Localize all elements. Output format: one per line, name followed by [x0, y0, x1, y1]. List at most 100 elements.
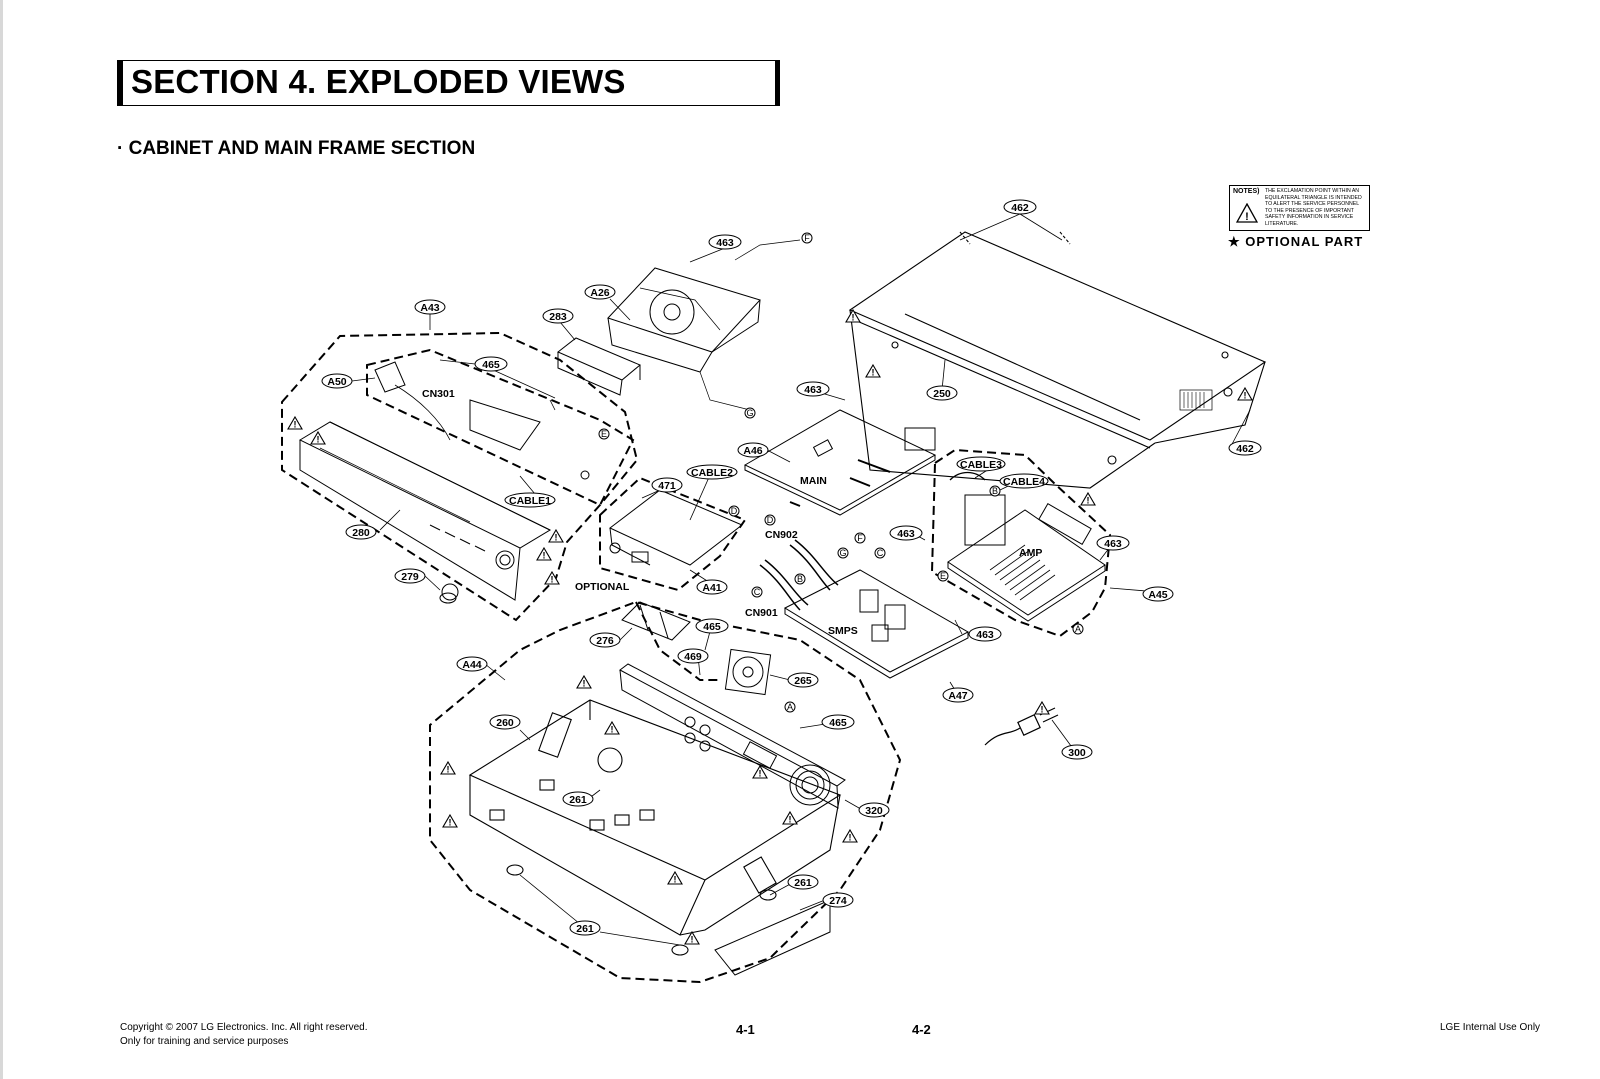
part-smps-board-a47: [783, 569, 970, 679]
part-top-cover-250: [848, 231, 1267, 489]
svg-text:!: !: [543, 551, 546, 561]
ref-b-a41: B: [0, 0, 6, 2]
callout-cable2: CABLE2: [686, 464, 738, 480]
ref-a-fan: A: [784, 701, 796, 713]
svg-text:!: !: [691, 935, 694, 945]
part-amp-board-a45: [947, 471, 1106, 622]
part-283: [557, 337, 641, 396]
warning-triangle-icon: !: [1237, 386, 1253, 401]
callout-text: 465: [703, 621, 721, 633]
callout-text: A45: [1148, 589, 1167, 601]
callout-text: A50: [327, 376, 346, 388]
callout-text: 469: [684, 651, 702, 663]
boundary-a41: [599, 476, 747, 592]
ref-c-a41: C: [0, 0, 7, 2]
svg-text:!: !: [1244, 391, 1247, 401]
svg-text:!: !: [1245, 211, 1249, 223]
callout-text: 300: [1068, 747, 1086, 759]
svg-text:E: E: [601, 429, 607, 439]
callout-276: 276: [589, 632, 621, 648]
page-number-right: 4-2: [912, 1022, 931, 1037]
notes-box: NOTES) ! THE EXCLAMATION POINT WITHIN AN…: [1229, 185, 1370, 231]
callout-text: CABLE3: [960, 459, 1002, 471]
callout-a50: A50: [321, 373, 353, 389]
svg-text:A: A: [1075, 624, 1081, 634]
callout-274: 274: [822, 892, 854, 908]
callout-text: 274: [829, 895, 847, 907]
ref-a-a41: A: [0, 0, 6, 2]
callout-text: A26: [590, 287, 609, 299]
callout-text: A47: [948, 690, 967, 702]
warning-triangle-icon: !: [604, 720, 620, 735]
warning-triangles: ! ! ! ! ! ! ! ! ! ! ! ! ! ! ! ! ! ! !: [287, 308, 1253, 945]
callout-a43: A43: [414, 299, 446, 315]
warning-triangle-icon: !: [842, 828, 858, 843]
svg-text:D: D: [767, 515, 774, 525]
ref-e-amp: E: [937, 570, 949, 582]
notes-text: THE EXCLAMATION POINT WITHIN AN EQUILATE…: [1265, 188, 1362, 227]
callout-text: 471: [658, 480, 676, 492]
part-rear-panel-320: [619, 663, 846, 809]
svg-text:G: G: [839, 548, 846, 558]
warning-triangle-icon: !: [1080, 491, 1096, 506]
label-main: MAIN: [800, 475, 827, 487]
warning-triangle-icon: !: [667, 870, 683, 885]
ref-b-cable: B: [794, 573, 806, 585]
connector-refs: F G E D C B A D F C B E A C B A G: [0, 0, 1084, 713]
svg-text:B: B: [797, 574, 803, 584]
warning-triangle-icon: !: [684, 930, 700, 945]
label-amp: AMP: [1019, 547, 1042, 559]
svg-text:F: F: [857, 533, 863, 543]
exploded-view-diagram: 462 463 A26 283 A43 465 A50 250 463 462 …: [0, 0, 1267, 984]
callout-text: 463: [976, 629, 994, 641]
warning-triangle-icon: !: [442, 813, 458, 828]
callout-250: 250: [926, 385, 958, 401]
callout-469: 469: [677, 648, 709, 664]
label-cn902: CN902: [765, 529, 798, 541]
callout-text: 463: [716, 237, 734, 249]
warning-triangle-icon: !: [782, 810, 798, 825]
callout-text: CABLE1: [509, 495, 551, 507]
callout-261-b: 261: [787, 874, 819, 890]
notes-label: NOTES): [1233, 188, 1260, 195]
callout-462-right: 462: [1228, 440, 1262, 456]
ref-g-main: G: [837, 547, 849, 559]
callout-463-d: 463: [1096, 535, 1130, 551]
callouts: 462 463 A26 283 A43 465 A50 250 463 462 …: [321, 199, 1262, 936]
callout-text: 462: [1011, 202, 1029, 214]
callout-text: 261: [569, 794, 587, 806]
svg-text:G: G: [746, 408, 753, 418]
callout-text: 276: [596, 635, 614, 647]
svg-text:!: !: [555, 533, 558, 543]
callout-462-top: 462: [1003, 199, 1037, 215]
warning-triangle-icon: !: [536, 546, 552, 561]
svg-text:!: !: [447, 765, 450, 775]
callout-cable4: CABLE4: [999, 473, 1049, 489]
svg-text:!: !: [294, 420, 297, 430]
warning-triangle-icon: !: [287, 415, 303, 430]
boundary-a50: [366, 348, 635, 507]
warning-triangle-icon: !: [865, 363, 881, 378]
boundary-a45: [930, 448, 1112, 638]
part-chassis-260: [468, 699, 842, 956]
part-fan-265: [724, 648, 772, 696]
callout-265: 265: [787, 672, 819, 688]
svg-text:A: A: [0, 0, 6, 2]
svg-text:C: C: [754, 587, 761, 597]
ref-f-top: F: [801, 232, 813, 244]
ref-d-main: D: [764, 514, 776, 526]
callout-a44: A44: [456, 656, 488, 672]
part-dvd-loader-a26: [607, 239, 801, 411]
callout-471: 471: [651, 477, 683, 493]
svg-text:B: B: [992, 486, 998, 496]
ref-e-front: E: [598, 428, 610, 440]
ref-b-amp: B: [989, 485, 1001, 497]
callout-320: 320: [858, 802, 890, 818]
callout-465-b: 465: [695, 618, 729, 634]
callout-279: 279: [394, 568, 426, 584]
svg-text:D: D: [731, 506, 738, 516]
callout-463-c: 463: [889, 525, 923, 541]
callout-a41: A41: [696, 579, 728, 595]
svg-text:!: !: [611, 725, 614, 735]
svg-text:!: !: [674, 875, 677, 885]
